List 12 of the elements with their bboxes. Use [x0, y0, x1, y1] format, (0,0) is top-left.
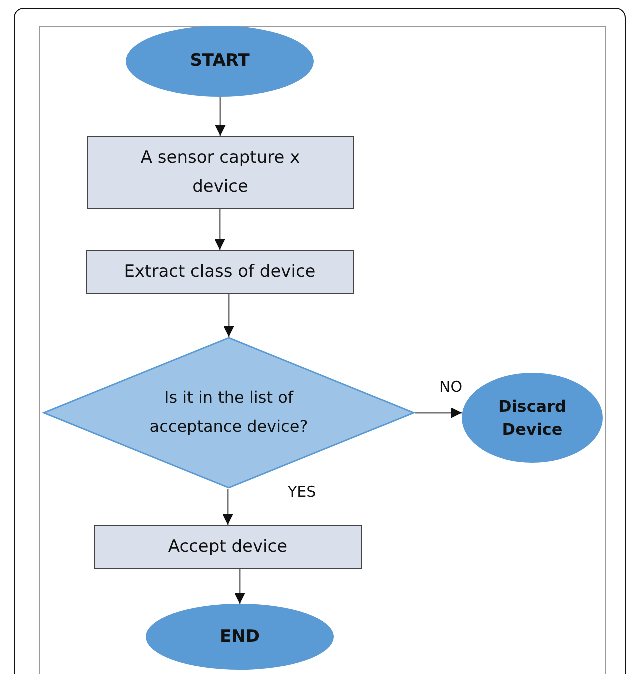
- process-box: Extract class of device: [86, 250, 354, 294]
- arrow: [215, 97, 226, 136]
- arrow: [214, 209, 226, 250]
- arrow: [224, 294, 234, 337]
- arrow: [415, 408, 462, 418]
- terminal-ellipse: Discard Device: [462, 373, 603, 463]
- process-box: Accept device: [94, 525, 362, 569]
- arrow: [234, 569, 246, 604]
- terminal-ellipse: START: [126, 26, 314, 97]
- terminal-ellipse: END: [146, 604, 334, 670]
- process-box: A sensor capture x device: [87, 136, 354, 209]
- arrow: [222, 489, 234, 525]
